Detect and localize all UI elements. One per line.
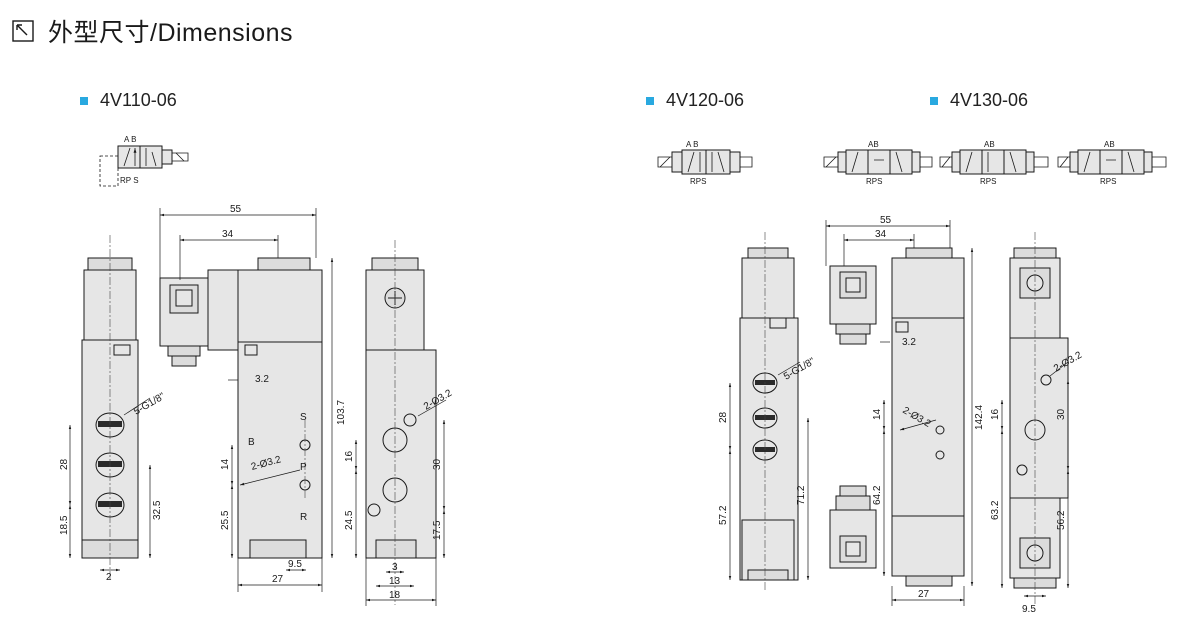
dim-32-5: 32.5 [152,500,163,520]
symbol-4v120: A B RPS [657,140,753,186]
dim-9-5: 9.5 [288,559,302,570]
dim-4v120-142-4: 142.4 [974,405,985,430]
dim-end-16: 16 [344,450,355,462]
dim-end-13: 13 [389,576,401,587]
symbol-4v130-b: AB RPS [939,140,1049,186]
view-4v120-side: 55 34 142.4 3.2 14 64.2 2-Ø3.2 27 [825,215,985,606]
symbol-4v130-a: AB RPS [823,140,933,186]
dim-4v120-14: 14 [872,408,883,420]
symbol-4v130b-rps: RPS [980,177,996,186]
dim-end-30: 30 [432,458,443,470]
view-4v110-end: 16 24.5 30 17.5 2-Ø3.2 3 13 18 [344,240,454,606]
dim-end-18: 18 [389,590,401,601]
model-label-4v120: 4V120-06 [646,90,744,111]
dim-3-2: 3.2 [255,374,269,385]
dim-2: 2 [106,572,112,583]
dim-28: 28 [59,458,70,470]
dim-34: 34 [222,229,234,240]
symbol-4v130c-rps: RPS [1100,177,1116,186]
view-4v110-side: S P R B 55 34 103.7 3.2 14 25.5 2-Ø3.2 2… [159,204,347,592]
dim-4v120-57-2: 57.2 [718,505,729,525]
dim-4v120-3-2: 3.2 [902,337,916,348]
dim-4v120-64-2: 64.2 [872,485,883,505]
dim-4v120-55: 55 [880,215,892,226]
diagram-corner-icon [12,20,34,42]
dim-4v120-end-30: 30 [1056,408,1067,420]
symbol-4v130-c: AB RPS [1057,140,1167,186]
dim-4v120-end-56-2: 56.2 [1056,510,1067,530]
dim-4v120-end-9-5: 9.5 [1022,604,1036,615]
dim-55: 55 [230,204,242,215]
symbol-4v130a-rps: RPS [866,177,882,186]
model-label-4v130: 4V130-06 [930,90,1028,111]
page-title: 外型尺寸/Dimensions [48,19,294,47]
symbol-4v110: A B RP S [99,135,189,187]
symbol-4v130a-ab: AB [868,140,879,149]
dim-4v120-71-2: 71.2 [796,485,807,505]
symbol-4v120-rps: RPS [690,177,706,186]
dim-end-17-5: 17.5 [432,520,443,540]
dim-4v120-end-16: 16 [990,408,1001,420]
symbol-4v130b-ab: AB [984,140,995,149]
section-header: 外型尺寸/Dimensions [12,14,293,48]
view-4v110-front: 28 18.5 32.5 2 5-G1/8" [59,235,167,583]
bullet-square-icon [80,96,88,105]
symbol-4v120-ab: A B [686,140,698,149]
bullet-square-icon [930,96,938,105]
model-4v120-text: 4V120-06 [666,90,745,110]
view-4v120-front: 28 57.2 71.2 5-G1/8" [718,232,817,590]
bullet-square-icon [646,96,654,105]
port-r: R [300,512,307,523]
dim-14: 14 [220,458,231,470]
dim-4v120-end-63-2: 63.2 [990,500,1001,520]
port-s: S [300,412,307,423]
port-p: P [300,462,307,473]
dim-end-24-5: 24.5 [344,510,355,530]
dim-4v120-28: 28 [718,411,729,423]
symbol-4v130c-ab: AB [1104,140,1115,149]
model-4v130-text: 4V130-06 [950,90,1029,110]
model-label-4v110: 4V110-06 [80,90,177,111]
symbol-4v110-rps: RP S [120,176,139,185]
dim-18-5: 18.5 [59,515,70,535]
dim-25-5: 25.5 [220,510,231,530]
model-4v110-text: 4V110-06 [100,90,177,110]
dim-end-3: 3 [392,562,398,573]
view-4v120-end: 16 63.2 30 56.2 2-Ø3.2 9.5 [990,232,1084,615]
dim-4v120-27: 27 [918,589,930,600]
symbol-4v110-ab: A B [124,135,136,144]
dim-27: 27 [272,574,284,585]
port-b: B [248,437,255,448]
dim-4v120-34: 34 [875,229,887,240]
dim-103-7: 103.7 [336,400,347,425]
